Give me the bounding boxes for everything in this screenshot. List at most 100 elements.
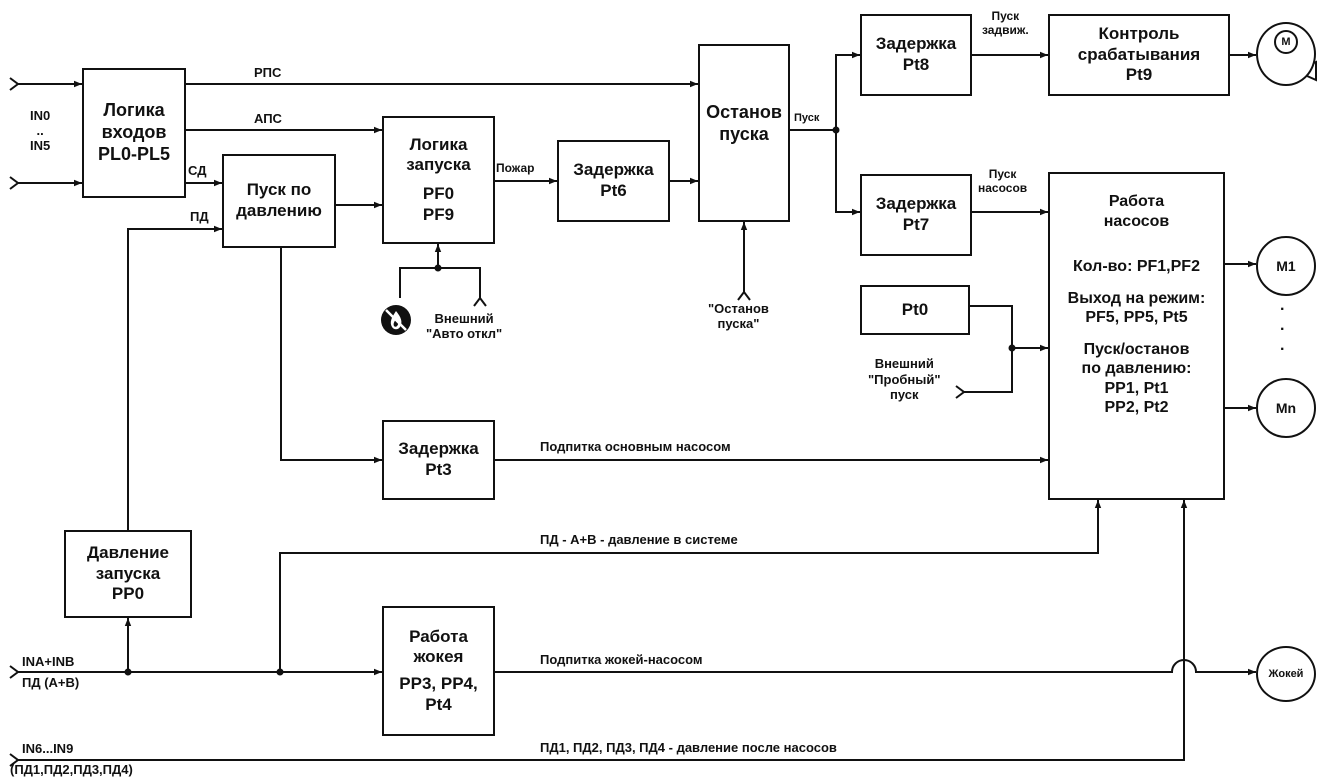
in6-in9-label: IN6...IN9	[22, 741, 74, 756]
start-logic-line2: запуска	[406, 155, 471, 175]
jockey-work-line3: PP3, PP4,	[399, 674, 478, 693]
start-logic-line3: PF0	[422, 184, 455, 203]
pumps-work-pressure3: PP1, Pt1	[1104, 379, 1169, 397]
pressure-start-line1: Пуск по	[246, 180, 312, 200]
jockey-work-line1: Работа	[409, 626, 468, 646]
auto-off-line1: Внешний	[434, 311, 494, 326]
start-logic-line1: Логика	[409, 134, 468, 154]
jockey-work-line4: Pt4	[425, 694, 452, 714]
line-pt0	[970, 305, 1013, 348]
pd-list-label: (ПД1,ПД2,ПД3,ПД4)	[10, 762, 133, 777]
stop-ext-line2: пуска"	[717, 315, 760, 331]
test-start-chevron	[955, 385, 966, 399]
start-label: Пуск	[794, 112, 820, 124]
test-line3: пуск	[890, 387, 919, 403]
ext-auto-off-chevron	[473, 296, 487, 307]
pt0-block: Pt0	[860, 285, 970, 335]
system-pressure-label: ПД - A+B - давление в системе	[540, 532, 738, 547]
pressure-start-block: Пуск по давлению	[222, 154, 336, 248]
pp0-line3: PP0	[111, 584, 145, 604]
ina-inb-label: INA+INB	[22, 654, 75, 669]
auto-off-line2: "Авто откл"	[426, 325, 503, 341]
mn-label: Mn	[1275, 400, 1297, 416]
no-fire-icon	[381, 305, 411, 335]
stop-start-block: Останов пуска	[698, 44, 790, 222]
rps-label: РПС	[254, 65, 282, 80]
delay-pt6-line2: Pt6	[600, 181, 627, 200]
delay-pt7-block: Задержка Pt7	[860, 174, 972, 256]
pumps-work-block: Работа насосов Кол-во: PF1,PF2 Выход на …	[1048, 172, 1225, 500]
pump-start-line2: насосов	[978, 180, 1028, 195]
junction-dot	[434, 264, 442, 272]
pumps-work-ramp1: Выход на режим:	[1067, 289, 1206, 307]
line-test-start	[964, 348, 1013, 393]
pumps-work-pressure1: Пуск/останов	[1083, 340, 1190, 358]
pt0-line1: Pt0	[901, 299, 929, 319]
delay-pt3-line2: Pt3	[425, 460, 452, 479]
pumps-work-title1: Работа	[1108, 193, 1165, 210]
after-pumps-pressure-label: ПД1, ПД2, ПД3, ПД4 - давление после насо…	[540, 740, 837, 755]
jockey-label: Жокей	[1268, 668, 1304, 680]
delay-pt3-block: Задержка Pt3	[382, 420, 495, 500]
junction-dot	[276, 668, 284, 676]
jockey-feed-label: Подпитка жокей-насосом	[540, 652, 703, 667]
pumps-work-title2: насосов	[1103, 212, 1170, 230]
start-logic-block: Логика запуска PF0 PF9	[382, 116, 495, 244]
stop-start-ext-label: "Останов пуска"	[708, 301, 769, 332]
external-auto-off-label: Внешний "Авто откл"	[426, 311, 503, 342]
delay-pt8-line1: Задержка	[875, 34, 957, 54]
test-line2: "Пробный"	[868, 371, 941, 387]
pd-ab-label: ПД (A+B)	[22, 675, 80, 690]
stop-ext-chevron	[737, 290, 751, 301]
input-logic-line3: PL0-PL5	[97, 143, 171, 164]
test-line1: Внешний	[874, 356, 934, 371]
input-logic-line2: входов	[101, 122, 167, 143]
stop-ext-line1: "Останов	[708, 301, 769, 316]
in5-text: IN5	[30, 138, 51, 153]
valve-start-line2: задвиж.	[982, 22, 1029, 37]
delay-pt8-line2: Pt8	[902, 55, 930, 74]
jockey-work-block: Работа жокея PP3, PP4, Pt4	[382, 606, 495, 736]
mn-motor: Mn	[1256, 378, 1316, 438]
pd-label: ПД	[190, 209, 209, 224]
delay-pt6-line1: Задержка	[573, 160, 654, 180]
pumps-work-count: Кол-во: PF1,PF2	[1073, 258, 1200, 276]
junction-dot	[832, 126, 840, 134]
pumps-work-ramp2: PF5, PP5, Pt5	[1085, 309, 1188, 327]
main-pump-feed-label: Подпитка основным насосом	[540, 439, 731, 454]
line-system-pressure	[279, 500, 1102, 672]
trip-control-block: Контроль срабатывания Pt9	[1048, 14, 1230, 96]
pp0-line2: запуска	[95, 563, 161, 583]
input-chevron-bottom	[9, 176, 20, 190]
valve-start-label: Пуск задвиж.	[982, 9, 1029, 38]
delay-pt7-line1: Задержка	[875, 194, 957, 214]
pumps-work-pressure2: по давлению:	[1081, 360, 1192, 378]
m1-label: M1	[1276, 258, 1296, 274]
sd-label: СД	[188, 163, 207, 178]
motor-dot: ·	[1280, 341, 1286, 358]
input-chevron-top	[9, 77, 20, 91]
delay-pt6-block: Задержка Pt6	[557, 140, 670, 222]
aps-label: АПС	[254, 111, 282, 126]
trip-control-line3: Pt9	[1125, 65, 1153, 85]
delay-pt3-line1: Задержка	[398, 439, 479, 459]
trip-control-line1: Контроль	[1098, 23, 1180, 43]
pump-start-line1: Пуск	[988, 167, 1017, 181]
start-logic-line4: PF9	[422, 204, 455, 224]
m1-motor: M1	[1256, 236, 1316, 296]
line-to-pt3	[280, 248, 382, 464]
valve-motor: M	[1256, 22, 1316, 86]
pump-start-label: Пуск насосов	[978, 167, 1028, 196]
line-pd	[127, 225, 222, 530]
line-start-pt8	[835, 51, 860, 130]
jockey-work-line2: жокея	[413, 647, 464, 667]
line-after-pumps	[18, 500, 1188, 761]
in-dots-text: ..	[36, 123, 44, 138]
delay-pt7-line2: Pt7	[902, 215, 930, 234]
delay-pt8-block: Задержка Pt8	[860, 14, 972, 96]
input-chevron-ina	[9, 665, 20, 679]
in0-text: IN0	[30, 108, 51, 123]
input-logic-block: Логика входов PL0-PL5	[82, 68, 186, 198]
